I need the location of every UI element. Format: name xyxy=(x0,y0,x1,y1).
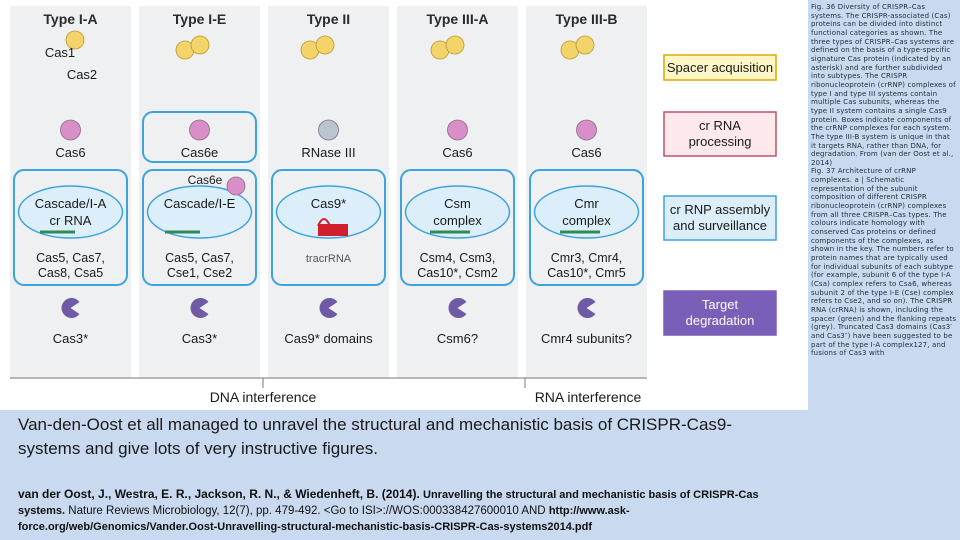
complex-components-line: Cse1, Cse2 xyxy=(167,266,232,280)
stage-box xyxy=(663,290,777,336)
complex-box xyxy=(529,169,644,286)
stage-label: processing xyxy=(689,134,752,149)
interference-label: Cas9* domains xyxy=(284,331,373,346)
citation-link[interactable]: http://www.ask-force.org/web/Genomics/Va… xyxy=(18,505,630,533)
complex-title: Csm xyxy=(444,196,471,211)
interference-protein xyxy=(577,298,596,318)
cas2-label: Cas2 xyxy=(67,67,97,82)
column-header: Type I-A xyxy=(43,11,97,27)
cas1-protein xyxy=(65,30,85,50)
processing-label: Cas6 xyxy=(571,145,601,160)
interference-protein xyxy=(319,298,338,318)
figure-canvas: Type I-A Type I-E Type II Type III-A Type II… xyxy=(10,6,777,405)
interference-label: Cas3* xyxy=(182,331,217,346)
stage-label: degradation xyxy=(686,313,755,328)
citation-journal: Nature Reviews Microbiology, 12(7), pp. … xyxy=(68,505,546,517)
interference-protein xyxy=(61,297,80,318)
cas6e-label: Cas6e xyxy=(188,173,223,187)
column-header: Type I-E xyxy=(173,11,226,27)
complex-subtitle: cr RNA xyxy=(50,213,92,228)
side-caption: Fig. 36 Diversity of CRISPR–Cas systems.… xyxy=(811,3,957,358)
complex-box xyxy=(400,169,515,286)
stage-label: and surveillance xyxy=(673,218,767,233)
processing-label: Cas6e xyxy=(181,145,219,160)
dna-interference-label: DNA interference xyxy=(210,389,317,405)
interference-label: Cmr4 subunits? xyxy=(541,331,632,346)
complex-box xyxy=(13,169,128,286)
complex-title: Cascade/I-E xyxy=(164,196,236,211)
stage-label: cr RNP assembly xyxy=(670,202,771,217)
target-dna xyxy=(318,224,348,236)
processing-box xyxy=(142,111,257,163)
complex-subtitle: complex xyxy=(562,213,611,228)
interference-protein xyxy=(190,298,209,318)
complex-title: Cmr xyxy=(574,196,599,211)
processing-label: Cas6 xyxy=(55,145,85,160)
tracrRNA-label: tracrRNA xyxy=(306,253,352,265)
stage-box xyxy=(663,111,777,157)
processing-label: Cas6 xyxy=(442,145,472,160)
interference-label: Cas3* xyxy=(53,331,88,346)
complex-components-line: Cas10*, Csm2 xyxy=(417,266,498,280)
cas1-cas2-protein xyxy=(445,35,465,55)
column-header: Type II xyxy=(307,11,350,27)
complex-body xyxy=(404,185,511,239)
processing-protein xyxy=(60,119,81,141)
rna-interference-label: RNA interference xyxy=(535,389,642,405)
processing-protein xyxy=(576,119,597,141)
complex-body xyxy=(17,185,124,239)
complex-components-line: Cas8, Csa5 xyxy=(38,266,103,280)
complex-components-line: Csm4, Csm3, xyxy=(420,251,496,265)
cas1-label: Cas1 xyxy=(45,45,75,60)
complex-title: Cas9* xyxy=(311,196,346,211)
tracr-hairpin xyxy=(317,218,331,227)
cas1-cas2-protein xyxy=(575,35,595,55)
complex-body xyxy=(275,185,382,239)
interference-label: Csm6? xyxy=(437,331,478,346)
complex-body xyxy=(146,185,253,239)
citation: van der Oost, J., Westra, E. R., Jackson… xyxy=(18,486,798,535)
stage-label: Spacer acquisition xyxy=(667,60,773,75)
complex-components-line: Cas5, Cas7, xyxy=(36,251,105,265)
citation-title: Unravelling the structural and mechanist… xyxy=(18,489,759,517)
complex-components-line: Cmr3, Cmr4, xyxy=(551,251,623,265)
processing-label: RNase III xyxy=(301,145,355,160)
interference-protein xyxy=(448,298,467,318)
stage-label: cr RNA xyxy=(699,118,741,133)
complex-components-line: Cas5, Cas7, xyxy=(165,251,234,265)
complex-title: Cascade/I-A xyxy=(35,196,107,211)
column-header: Type III-A xyxy=(427,11,489,27)
cas1-cas2-protein xyxy=(315,35,335,55)
complex-components-line: Cas10*, Cmr5 xyxy=(547,266,626,280)
complex-body xyxy=(533,185,640,239)
caption-text: Van-den-Oost et all managed to unravel t… xyxy=(18,415,733,458)
cas1-cas2-protein xyxy=(190,35,210,55)
stage-box xyxy=(663,195,777,241)
stage-box xyxy=(663,54,777,81)
citation-authors: van der Oost, J., Westra, E. R., Jackson… xyxy=(18,487,420,501)
complex-box xyxy=(142,169,257,286)
stage-label: Target xyxy=(702,297,739,312)
complex-box xyxy=(271,169,386,286)
complex-subtitle: complex xyxy=(433,213,482,228)
processing-protein xyxy=(447,119,468,141)
column-header: Type III-B xyxy=(556,11,618,27)
cas6e-protein xyxy=(226,176,246,196)
processing-protein xyxy=(189,119,210,141)
processing-protein xyxy=(318,119,339,141)
crispr-cas-diversity-figure: Type I-A Type I-E Type II Type III-A Type II… xyxy=(0,0,808,410)
